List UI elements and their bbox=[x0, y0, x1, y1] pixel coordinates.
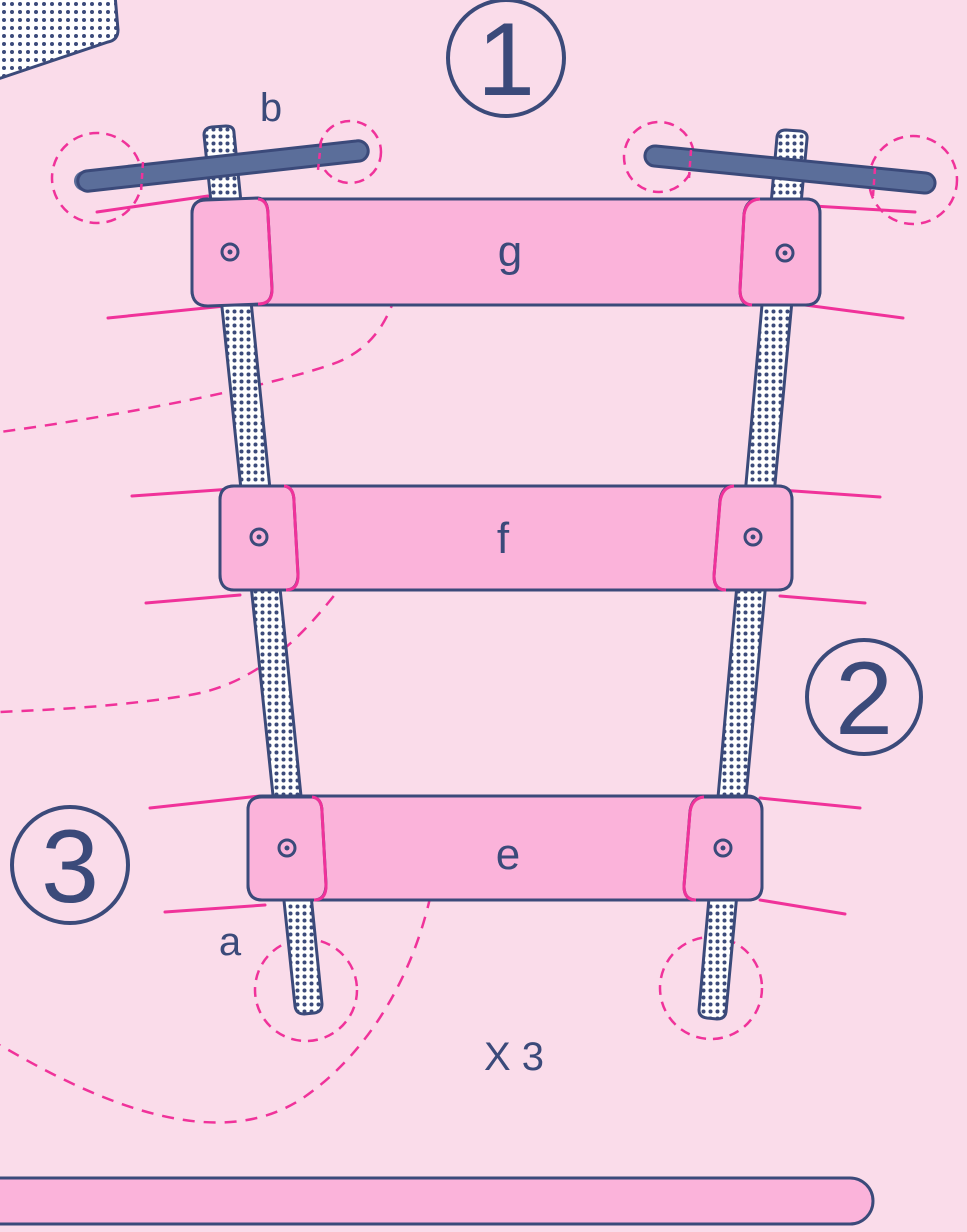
dashed-guide-middle bbox=[0, 545, 373, 714]
board-g-label: g bbox=[498, 227, 522, 276]
step-marker-3-number: 3 bbox=[41, 809, 99, 925]
dashed-circle-handle-left-tip bbox=[317, 119, 383, 185]
handle-label: b bbox=[260, 86, 282, 130]
step-marker-1-number: 1 bbox=[477, 2, 535, 118]
rod-label: a bbox=[219, 920, 242, 964]
dashed-guide-lines bbox=[0, 234, 439, 1124]
bottom-bar bbox=[0, 1176, 875, 1226]
right-handle-bar bbox=[645, 146, 935, 193]
motion-lines bbox=[95, 194, 917, 916]
right-handle-outline bbox=[643, 144, 937, 195]
board-f: f bbox=[218, 484, 794, 592]
board-g: g bbox=[190, 196, 822, 308]
step-marker-2: 2 bbox=[805, 638, 923, 757]
step-marker-3: 3 bbox=[10, 805, 130, 925]
quantity-label: X 3 bbox=[484, 1035, 544, 1079]
board-f-label: f bbox=[497, 514, 510, 563]
left-handle-outline bbox=[76, 139, 370, 193]
step-marker-1: 1 bbox=[446, 0, 566, 118]
handle-ticks bbox=[139, 141, 877, 197]
corner-box-fragment bbox=[0, 0, 120, 80]
step-marker-2-number: 2 bbox=[835, 641, 893, 757]
board-e: e bbox=[246, 794, 764, 902]
board-e-label: e bbox=[496, 830, 520, 879]
left-handle-bar bbox=[74, 141, 368, 191]
